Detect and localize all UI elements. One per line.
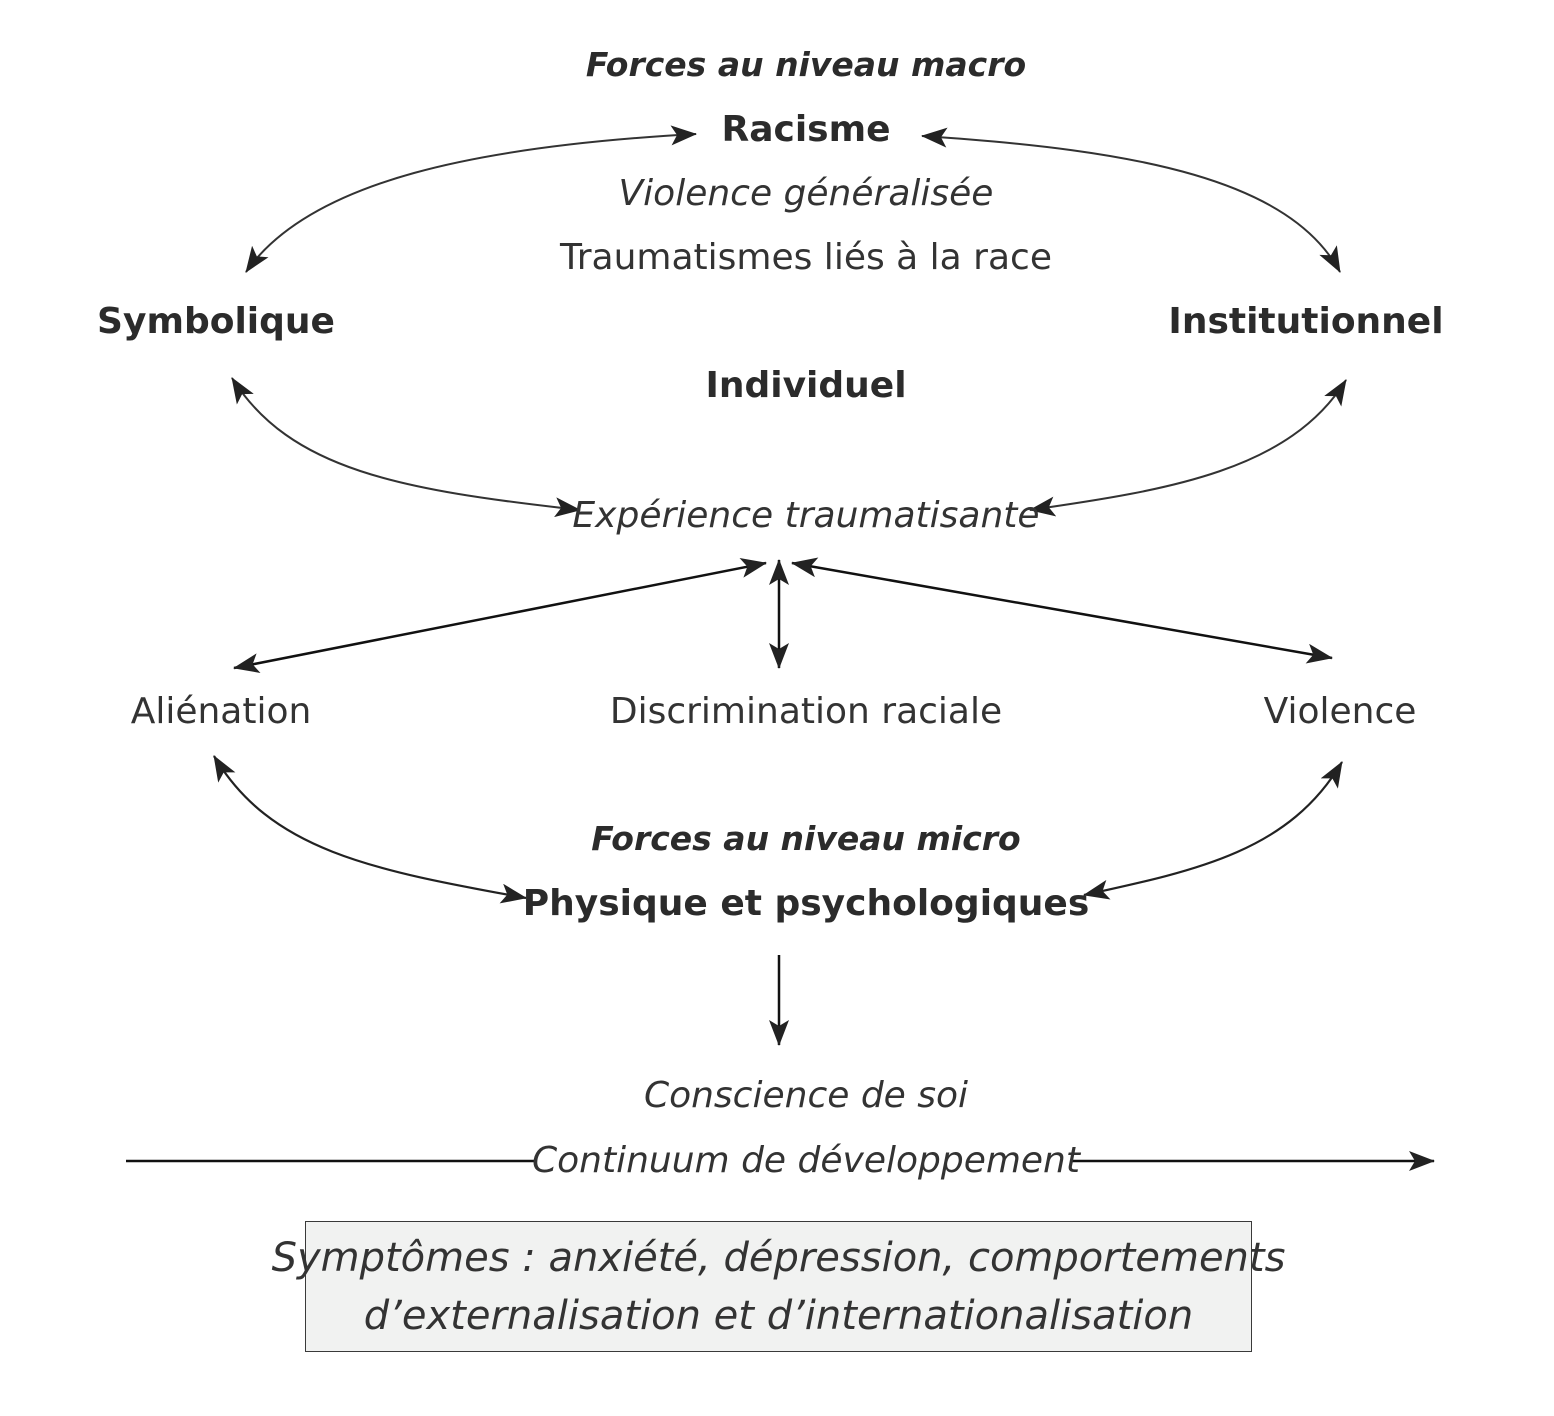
arrow-racisme-institutionnel [921,127,1341,273]
violence-generalisee-label: Violence généralisée [618,173,994,214]
micro-heading: Forces au niveau micro [591,819,1021,858]
arrow-institutionnel-experience [1029,379,1347,517]
alienation-label: Aliénation [130,691,312,732]
traumatismes-label: Traumatismes liés à la race [560,237,1052,278]
symptoms-line-2: d’externalisation et d’internationalisat… [363,1292,1194,1339]
experience-label: Expérience traumatisante [572,495,1040,536]
symbolique-label: Symbolique [97,301,335,342]
racisme-label: Racisme [721,109,891,150]
arrow-violence-physique [1083,761,1343,900]
arrow-racisme-symbolique [245,125,697,273]
arrow-experience-violence [791,557,1333,664]
discrimination-label: Discrimination raciale [609,691,1003,732]
symptoms-line-1: Symptômes : anxiété, dépression, comport… [271,1234,1286,1281]
institutionnel-label: Institutionnel [1168,301,1444,342]
arrow-experience-alienation [233,558,767,673]
violence-label: Violence [1263,691,1417,732]
individuel-label: Individuel [705,365,907,406]
arrow-alienation-physique [213,755,527,904]
physique-label: Physique et psychologiques [522,883,1090,924]
arrow-symbolique-experience [231,377,581,518]
continuum-label: Continuum de développement [532,1140,1080,1181]
conscience-label: Conscience de soi [643,1075,969,1116]
macro-heading: Forces au niveau macro [585,45,1027,84]
symptoms-box: Symptômes : anxiété, dépression, comport… [272,1221,1285,1352]
